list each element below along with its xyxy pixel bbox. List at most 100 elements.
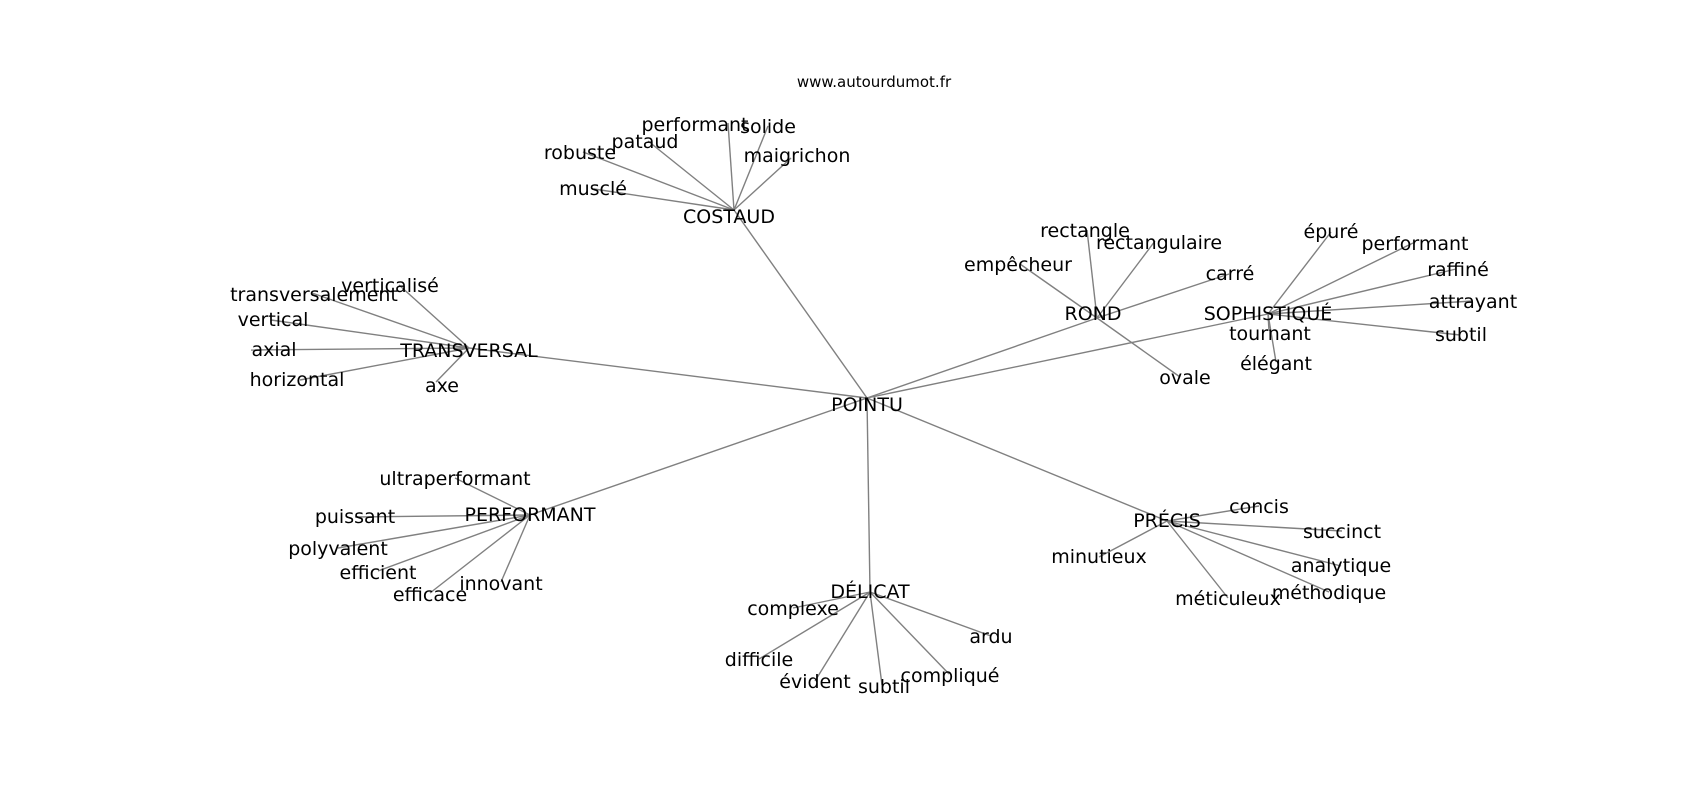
edge-center-to-transversal <box>468 347 868 399</box>
word-node-delicat-ardu: ardu <box>969 626 1012 648</box>
edge-sophistique-to-elegant <box>1267 313 1277 363</box>
edge-costaud-to-maigrichon <box>733 157 792 211</box>
word-node-costaud-maigrichon: maigrichon <box>744 145 851 167</box>
edge-performant-to-polyvalent <box>337 514 531 549</box>
word-node-transversal-axial: axial <box>251 339 296 361</box>
word-node-costaud-muscle: musclé <box>559 178 627 200</box>
word-node-delicat-complexe: complexe <box>747 598 839 620</box>
word-node-sophistique-elegant: élégant <box>1240 353 1312 375</box>
word-node-performant-ultraperformant: ultraperformant <box>379 468 530 490</box>
edge-costaud-to-muscle <box>593 188 735 211</box>
edge-delicat-to-complexe <box>792 591 871 609</box>
edge-transversal-to-axe <box>435 347 470 383</box>
edge-center-to-sophistique <box>866 313 1269 399</box>
edge-rond-to-rectangulaire <box>1096 240 1156 319</box>
edge-center-to-performant <box>529 397 868 516</box>
word-node-sophistique-performant: performant <box>1362 233 1469 255</box>
edge-sophistique-to-attrayant <box>1267 300 1473 315</box>
hub-node-rond: ROND <box>1065 303 1122 325</box>
word-node-precis-concis: concis <box>1229 496 1289 518</box>
word-node-transversal-vertical: vertical <box>238 309 309 331</box>
graph-labels: POINTUCOSTAUDperformantsolidepataudrobus… <box>230 114 1517 698</box>
word-node-precis-succinct: succinct <box>1303 521 1381 543</box>
edge-transversal-to-verticalise <box>398 284 470 349</box>
hub-node-delicat: DÉLICAT <box>830 580 910 603</box>
site-watermark: www.autourdumot.fr <box>797 73 952 91</box>
edge-performant-to-innovant <box>500 514 531 583</box>
center-node-pointu: POINTU <box>831 394 903 416</box>
graph-edges <box>250 122 1473 686</box>
hub-node-performant: PERFORMANT <box>465 504 596 526</box>
word-node-costaud-pataud: pataud <box>612 131 679 153</box>
edge-sophistique-to-subtil <box>1267 313 1461 336</box>
edge-delicat-to-subtil <box>869 591 883 686</box>
edge-rond-to-ovale <box>1096 317 1181 378</box>
word-node-sophistique-raffine: raffiné <box>1427 259 1489 281</box>
word-node-transversal-horizontal: horizontal <box>250 369 345 391</box>
edge-precis-to-analytique <box>1166 520 1342 567</box>
word-node-delicat-complique: compliqué <box>901 665 1000 687</box>
edge-delicat-to-ardu <box>869 591 992 637</box>
edge-rond-to-empecheur <box>1019 263 1098 319</box>
word-node-transversal-verticalise: verticalisé <box>341 275 439 297</box>
word-node-precis-minutieux: minutieux <box>1051 546 1147 568</box>
word-node-precis-methodique: méthodique <box>1272 582 1386 604</box>
word-node-delicat-difficile: difficile <box>725 649 793 671</box>
word-node-delicat-evident: évident <box>779 671 850 693</box>
edge-sophistique-to-epure <box>1267 231 1332 315</box>
edge-center-to-precis <box>866 397 1168 522</box>
word-node-sophistique-epure: épuré <box>1304 221 1359 243</box>
word-node-rond-ovale: ovale <box>1159 367 1210 389</box>
word-node-transversal-axe: axe <box>425 375 459 397</box>
edge-transversal-to-transversalement <box>311 292 470 349</box>
word-node-costaud-robuste: robuste <box>544 142 616 164</box>
edge-transversal-to-axial <box>250 347 470 351</box>
hub-node-sophistique: SOPHISTIQUÉ <box>1204 302 1333 325</box>
edge-delicat-to-difficile <box>758 591 871 660</box>
edge-precis-to-succinct <box>1166 520 1343 532</box>
edge-costaud-to-performant <box>727 122 735 211</box>
word-node-performant-innovant: innovant <box>459 573 542 595</box>
edge-sophistique-to-raffine <box>1267 268 1457 315</box>
edge-rond-to-carre <box>1096 273 1230 319</box>
word-node-precis-meticuleux: méticuleux <box>1175 588 1281 610</box>
edge-sophistique-to-performant <box>1267 242 1414 315</box>
word-node-precis-analytique: analytique <box>1291 555 1391 577</box>
word-node-sophistique-attrayant: attrayant <box>1429 291 1517 313</box>
edge-delicat-to-complique <box>869 591 950 675</box>
edge-precis-to-methodique <box>1166 520 1330 593</box>
edge-transversal-to-vertical <box>270 319 470 349</box>
edge-performant-to-efficace <box>429 514 531 594</box>
edge-precis-to-minutieux <box>1098 520 1168 558</box>
word-node-performant-polyvalent: polyvalent <box>288 538 388 560</box>
edge-costaud-to-robuste <box>582 151 735 211</box>
edge-center-to-costaud <box>733 209 868 399</box>
word-node-performant-efficace: efficace <box>393 584 467 606</box>
edge-costaud-to-solide <box>733 125 769 211</box>
word-node-performant-efficient: efficient <box>340 562 417 584</box>
hub-node-costaud: COSTAUD <box>683 206 775 228</box>
edge-precis-to-meticuleux <box>1166 520 1229 599</box>
edge-performant-to-efficient <box>377 514 531 572</box>
edge-precis-to-concis <box>1166 505 1260 522</box>
hub-node-transversal: TRANSVERSAL <box>399 340 538 362</box>
word-node-rond-empecheur: empêcheur <box>964 254 1072 276</box>
word-node-rond-carre: carré <box>1206 263 1255 285</box>
word-node-rond-rectangle: rectangle <box>1040 220 1130 242</box>
word-node-sophistique-subtil: subtil <box>1435 324 1487 346</box>
edge-center-to-rond <box>866 317 1098 399</box>
word-node-costaud-solide: solide <box>740 116 796 138</box>
edge-transversal-to-horizontal <box>299 347 470 381</box>
edge-delicat-to-evident <box>814 591 871 682</box>
word-node-costaud-performant: performant <box>642 114 749 136</box>
edge-rond-to-rectangle <box>1086 229 1098 319</box>
hub-node-precis: PRÉCIS <box>1133 509 1201 532</box>
word-node-performant-puissant: puissant <box>315 506 395 528</box>
word-node-delicat-subtil: subtil <box>858 676 910 698</box>
edge-center-to-delicat <box>866 397 871 593</box>
word-node-transversal-transversalement: transversalement <box>230 284 398 306</box>
edge-costaud-to-pataud <box>647 140 735 211</box>
edge-performant-to-ultraperformant <box>454 477 531 516</box>
word-node-rond-rectangulaire: rectangulaire <box>1096 232 1222 254</box>
